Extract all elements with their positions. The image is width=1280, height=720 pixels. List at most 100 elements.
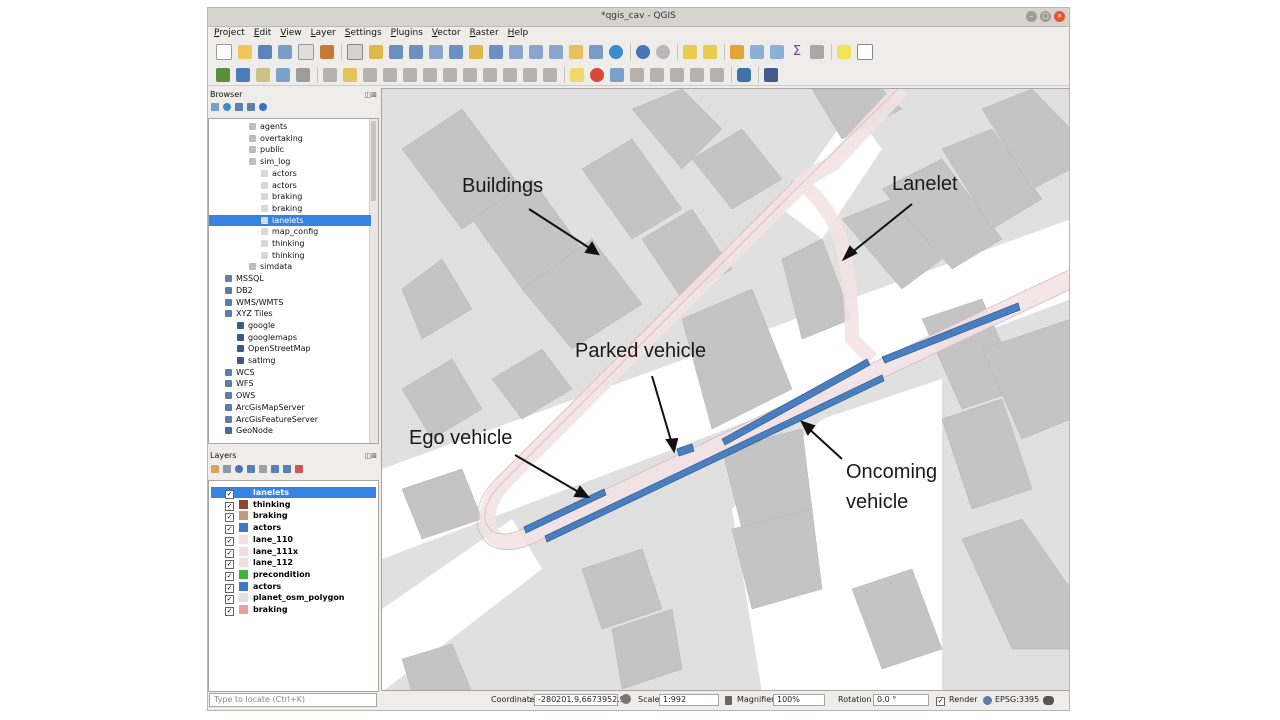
filter-icon[interactable] (235, 103, 243, 111)
style-manager-icon[interactable] (320, 45, 334, 59)
browser-item[interactable]: WMS/WMTS (225, 297, 283, 308)
zoom-rubberband-icon[interactable] (429, 45, 443, 59)
menu-vector[interactable]: Vector (431, 28, 461, 38)
layer-item[interactable]: ✓actors (211, 581, 376, 593)
browser-item[interactable]: WFS (225, 378, 253, 389)
run-action-icon[interactable] (656, 45, 670, 59)
zoom-layer-icon[interactable] (489, 45, 503, 59)
save-project-icon[interactable] (258, 45, 272, 59)
zoom-in-icon[interactable] (389, 45, 403, 59)
map-tips-icon[interactable] (837, 45, 851, 59)
attribute-table-icon[interactable] (750, 45, 764, 59)
messages-icon[interactable] (1043, 696, 1054, 705)
toggle-extents-icon[interactable] (621, 694, 631, 704)
deselect-icon[interactable] (730, 45, 744, 59)
zoom-next-icon[interactable] (549, 45, 563, 59)
manage-visibility-eye-icon[interactable] (235, 465, 243, 473)
menu-view[interactable]: View (280, 28, 302, 38)
open-project-icon[interactable] (238, 45, 252, 59)
zoom-full-icon[interactable] (449, 45, 463, 59)
browser-item[interactable]: agents (249, 121, 287, 132)
properties-info-icon[interactable] (259, 103, 267, 111)
browser-item[interactable]: satImg (237, 355, 275, 366)
zoom-selection-icon[interactable] (469, 45, 483, 59)
add-group-icon[interactable] (223, 465, 231, 473)
collapse-layers-icon[interactable] (283, 465, 291, 473)
layer-visibility-checkbox[interactable]: ✓ (225, 525, 234, 535)
browser-item[interactable]: simdata (249, 261, 292, 272)
save-edits-icon[interactable] (363, 67, 377, 82)
save-as-icon[interactable] (278, 45, 292, 59)
layer-visibility-checkbox[interactable]: ✓ (225, 595, 234, 605)
change-label-icon[interactable] (710, 67, 724, 82)
remove-layer-icon[interactable] (295, 465, 303, 473)
add-raster-icon[interactable] (276, 67, 290, 82)
redo-icon[interactable] (543, 67, 557, 82)
add-postgis-icon[interactable] (236, 67, 250, 82)
rotation-field[interactable]: 0.0 ° (873, 694, 929, 706)
crs-label[interactable]: EPSG:3395 (995, 695, 1040, 704)
layer-item[interactable]: ✓braking (211, 604, 376, 616)
label-tool-icon[interactable] (570, 67, 584, 82)
browser-item[interactable]: OpenStreetMap (237, 343, 311, 354)
browser-item[interactable]: actors (261, 180, 297, 191)
layer-visibility-checkbox[interactable]: ✓ (225, 548, 234, 558)
undo-icon[interactable] (523, 67, 537, 82)
browser-item[interactable]: ArcGisMapServer (225, 402, 305, 413)
current-edits-icon[interactable] (323, 67, 337, 82)
map-canvas[interactable]: Buildings Lanelet Parked vehicle Ego veh… (381, 88, 1069, 691)
browser-item[interactable]: braking (261, 203, 302, 214)
show-bookmarks-icon[interactable] (589, 45, 603, 59)
menu-layer[interactable]: Layer (310, 28, 336, 38)
filter-expression-icon[interactable] (259, 465, 267, 473)
toggle-editing-pencil-icon[interactable] (343, 67, 357, 82)
browser-scrollbar[interactable] (369, 119, 378, 443)
layer-item[interactable]: ✓thinking (211, 499, 376, 511)
layer-item[interactable]: ✓actors (211, 522, 376, 535)
layers-panel-float-close-icon[interactable]: ◫⊠ (364, 452, 377, 460)
move-label-icon[interactable] (670, 67, 684, 82)
minimize-button[interactable]: – (1026, 11, 1037, 22)
layer-visibility-checkbox[interactable]: ✓ (225, 571, 234, 581)
zoom-last-icon[interactable] (529, 45, 543, 59)
zoom-native-icon[interactable] (509, 45, 523, 59)
lock-scale-icon[interactable] (725, 696, 732, 705)
menu-help[interactable]: Help (507, 28, 529, 38)
browser-item[interactable]: sim_log (249, 156, 290, 167)
locator-search-input[interactable]: Type to locate (Ctrl+K) (209, 693, 377, 707)
cut-features-icon[interactable] (463, 67, 477, 82)
maximize-button[interactable]: □ (1040, 11, 1051, 22)
add-feature-icon[interactable] (383, 67, 397, 82)
paste-features-icon[interactable] (503, 67, 517, 82)
layer-visibility-checkbox[interactable]: ✓ (225, 536, 234, 546)
delete-selected-icon[interactable] (443, 67, 457, 82)
zoom-out-icon[interactable] (409, 45, 423, 59)
refresh-icon[interactable] (609, 45, 623, 59)
select-features-icon[interactable] (683, 45, 697, 59)
browser-item[interactable]: WCS (225, 367, 255, 378)
add-mesh-icon[interactable] (296, 67, 310, 82)
layer-item[interactable]: ✓braking (211, 510, 376, 523)
layer-visibility-checkbox[interactable]: ✓ (225, 583, 234, 593)
layer-item[interactable]: ✓precondition (211, 569, 376, 581)
expand-all-icon[interactable] (271, 465, 279, 473)
title-bar[interactable]: *qgis_cav - QGIS – □ × (208, 8, 1069, 27)
filter-legend-icon[interactable] (247, 465, 255, 473)
copy-features-icon[interactable] (483, 67, 497, 82)
scale-field[interactable]: 1:992 (659, 694, 719, 706)
coordinate-field[interactable]: -280201.9,6673952.9 (534, 694, 625, 706)
browser-item[interactable]: XYZ Tiles (225, 308, 273, 319)
layer-item[interactable]: ✓lane_112 (211, 557, 376, 570)
data-source-manager-icon[interactable] (216, 67, 230, 82)
help-icon[interactable] (764, 67, 778, 82)
layer-visibility-checkbox[interactable]: ✓ (225, 501, 234, 511)
pan-hand-icon[interactable] (347, 44, 363, 60)
new-bookmark-icon[interactable] (569, 45, 583, 59)
menu-project[interactable]: Project (214, 28, 245, 38)
browser-item[interactable]: lanelets (209, 214, 371, 226)
layers-list[interactable]: ✓lanelets✓thinking✓braking✓actors✓lane_1… (208, 480, 379, 692)
layer-item[interactable]: ✓planet_osm_polygon (211, 592, 376, 605)
panel-float-close-icon[interactable]: ◫⊠ (364, 91, 377, 99)
browser-item[interactable]: ArcGisFeatureServer (225, 414, 318, 425)
pin-labels-icon[interactable] (610, 67, 624, 82)
